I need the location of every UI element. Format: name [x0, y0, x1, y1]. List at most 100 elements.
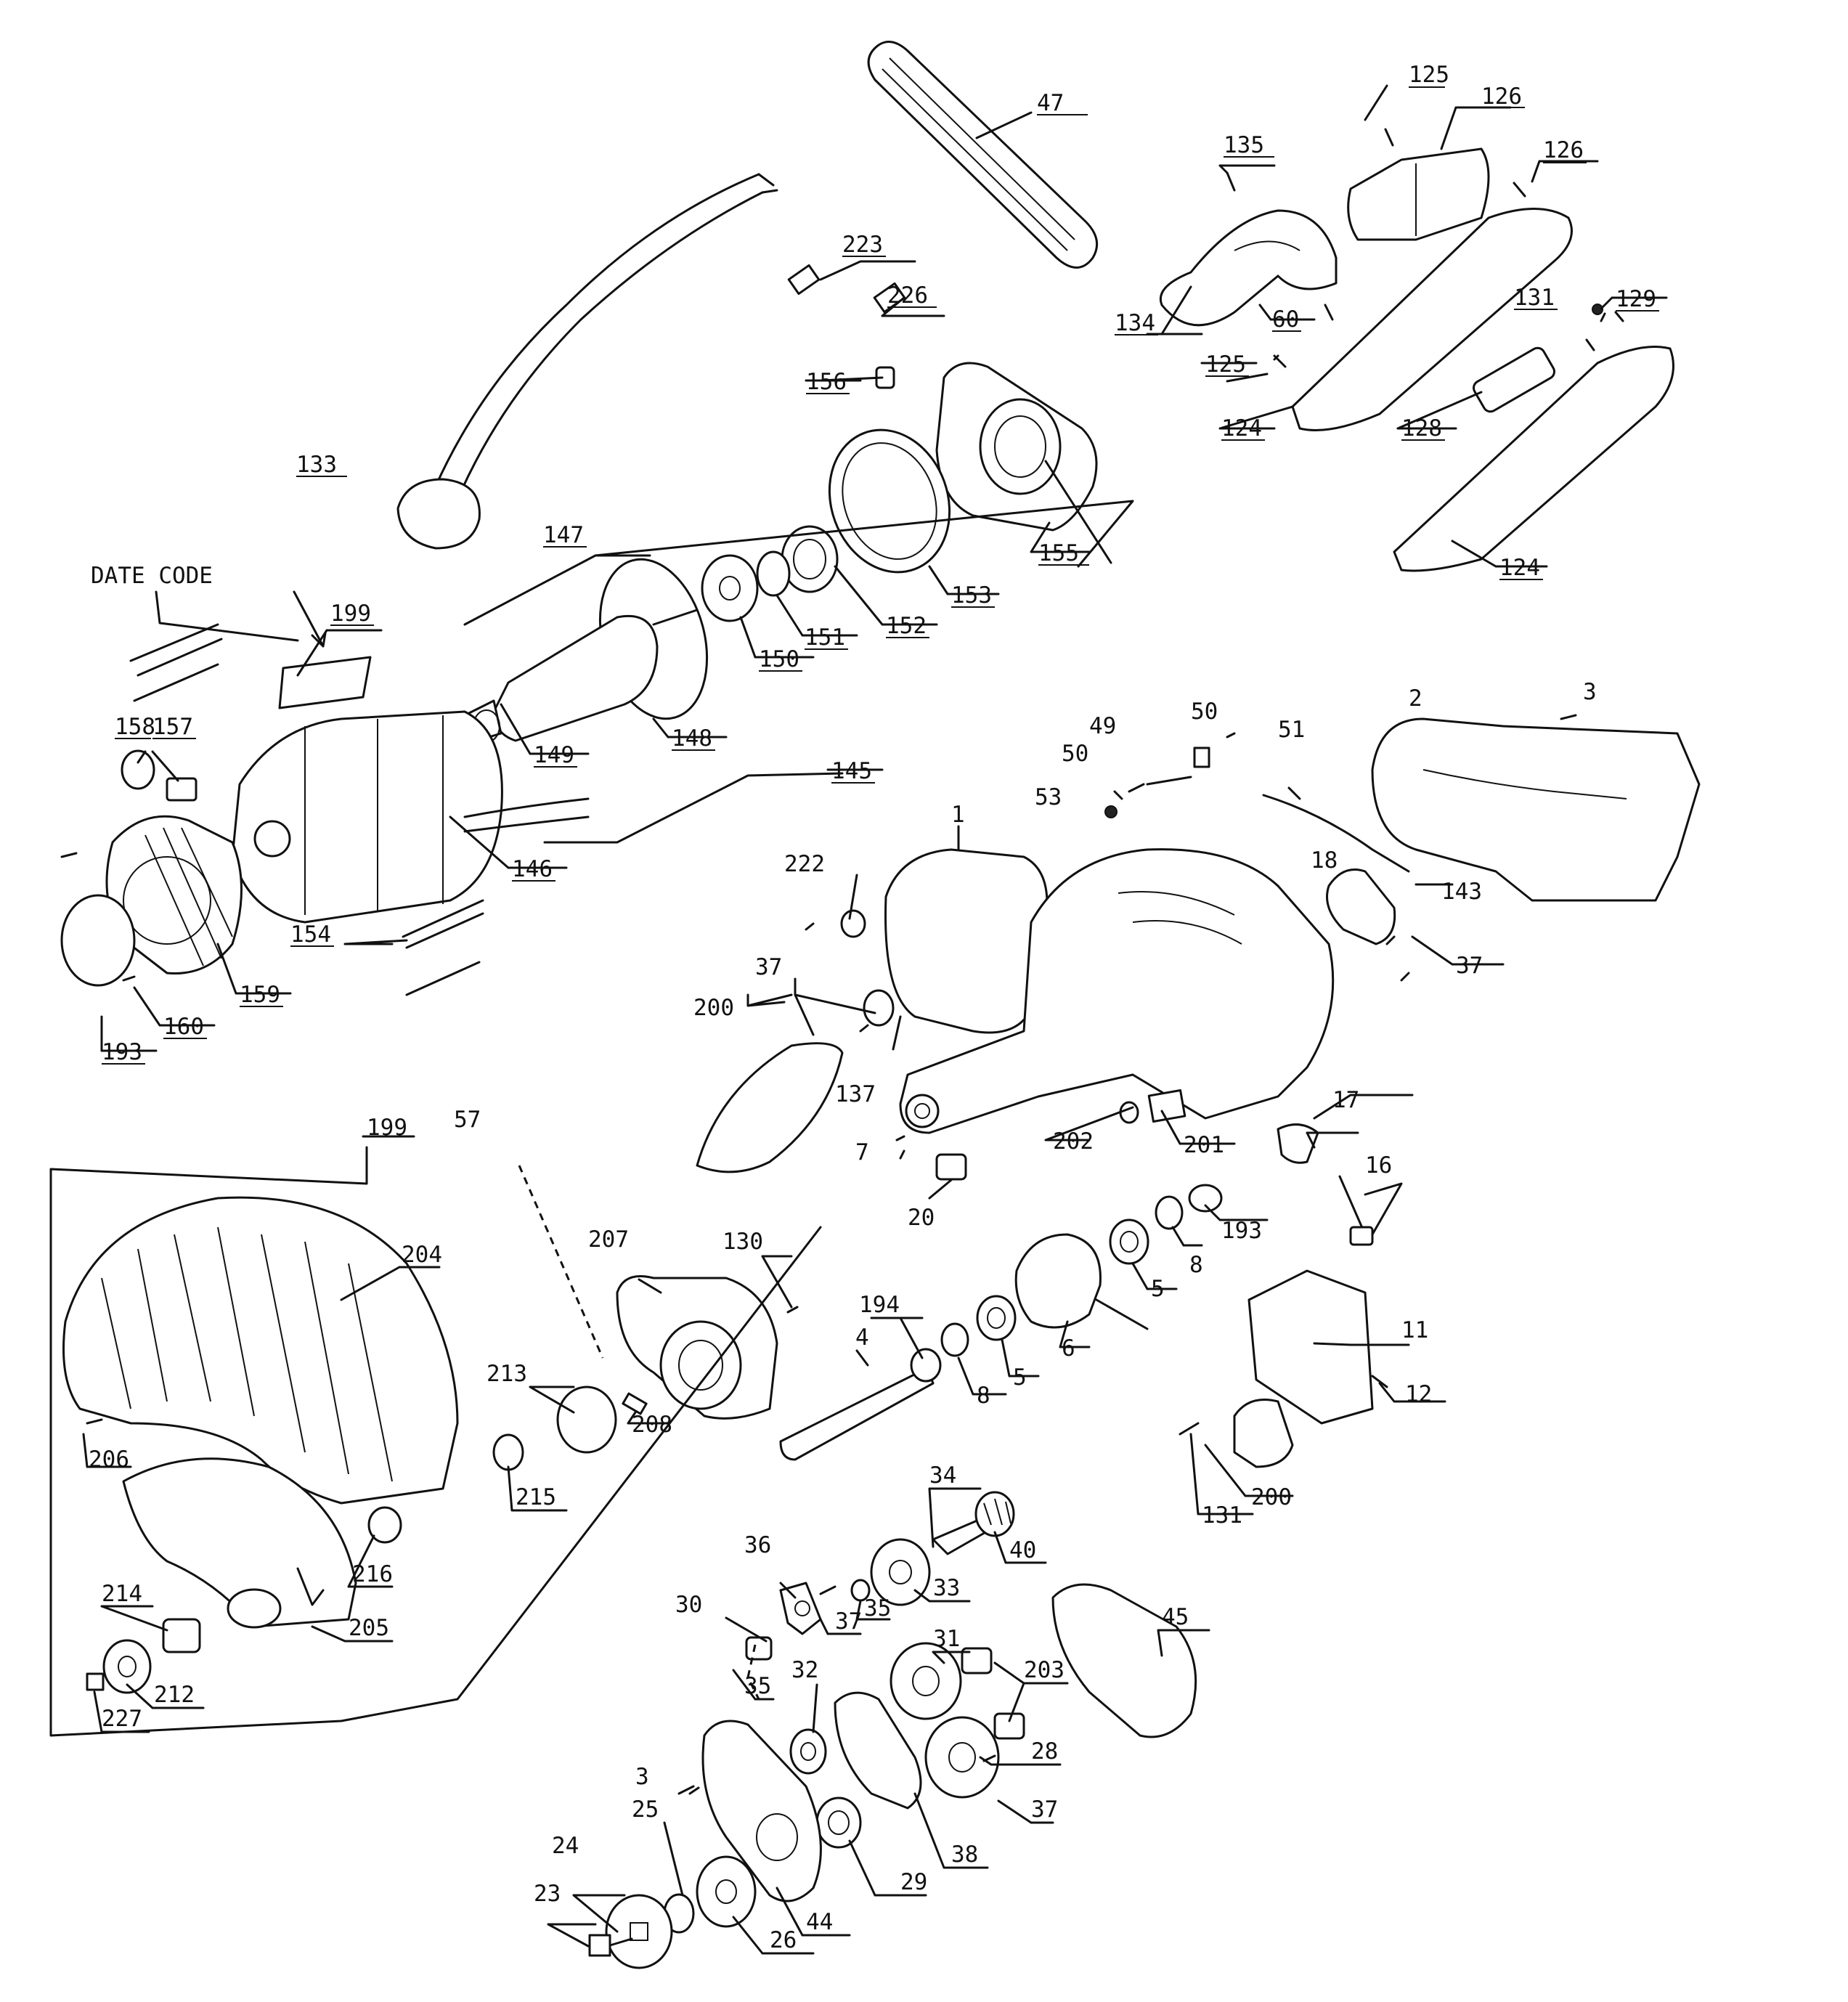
callout-205: 205: [349, 1615, 389, 1641]
callout-29: 29: [900, 1869, 927, 1895]
callout-212: 212: [154, 1682, 195, 1708]
callout-227: 227: [102, 1706, 142, 1732]
pivot-6: [1014, 1233, 1149, 1330]
callout-200: 200: [693, 995, 734, 1021]
callout-156: 158: [115, 714, 155, 740]
date-code-text: DATE CODE: [91, 563, 213, 589]
gear-33: [870, 1538, 931, 1606]
washer-216: [367, 1506, 402, 1544]
callout-2: 2: [1409, 685, 1422, 712]
brush: [166, 777, 198, 802]
callout-25: 25: [632, 1796, 659, 1823]
callout-33: 33: [933, 1575, 960, 1601]
wire-137: [1262, 794, 1410, 873]
callout-49: 49: [1089, 713, 1116, 739]
washer-8a: [1155, 1195, 1184, 1230]
callout-26: 26: [770, 1927, 797, 1953]
callout-130: 130: [722, 1229, 763, 1255]
callout-5a: 5: [1151, 1276, 1165, 1302]
arm-assembly: [884, 848, 1335, 1134]
callout-150: 152: [886, 613, 927, 639]
bearing-30: [745, 1636, 773, 1661]
screw-head-129: [1592, 304, 1603, 315]
leader-lines: [49, 84, 1668, 1955]
motor-screws: [129, 623, 484, 996]
bushing-193b: [910, 1348, 942, 1383]
gear-31: [890, 1642, 962, 1720]
callout-128: 128: [1401, 415, 1442, 442]
handle-half-124a: [1291, 208, 1573, 431]
callout-222: 223: [842, 232, 883, 258]
brush-cap: [121, 749, 155, 790]
nut-227: [86, 1672, 105, 1691]
screw-50-49: [1146, 776, 1192, 786]
bolt-23: [588, 1934, 633, 1957]
callout-40: 40: [1009, 1537, 1036, 1563]
callout-60: 60: [1272, 306, 1299, 333]
callout-124b: 124: [1499, 555, 1540, 581]
nut-202: [1119, 1101, 1139, 1124]
callout-129: 129: [1616, 286, 1656, 312]
shaft-4: [779, 1371, 935, 1461]
callout-144: 146: [512, 856, 553, 882]
callout-20: 20: [908, 1205, 935, 1231]
callout-148: 150: [759, 646, 799, 672]
end-bell: [935, 362, 1098, 532]
label-201: [1147, 1089, 1186, 1123]
callout-5b: 5: [1013, 1364, 1027, 1391]
handle-133: [1160, 209, 1338, 327]
callout-193b: 194: [859, 1292, 900, 1318]
callout-223: 226: [887, 282, 928, 309]
callout-155: 157: [152, 714, 193, 740]
sticker-200: [696, 1042, 844, 1173]
callout-213: 213: [487, 1361, 527, 1387]
callout-215: 215: [516, 1484, 556, 1510]
callout-51: 50: [1191, 699, 1218, 725]
callout-37a: 37: [755, 954, 782, 980]
callout-204: 204: [402, 1242, 442, 1268]
callout-8a: 8: [1189, 1252, 1203, 1278]
plate-36: [779, 1582, 822, 1635]
callout-207: 207: [588, 1226, 629, 1253]
callout-159: 193: [102, 1039, 142, 1065]
pad-18: [1326, 868, 1396, 945]
callout-134: 135: [1224, 132, 1264, 158]
callout-216: 216: [352, 1561, 393, 1587]
callout-147: 149: [534, 742, 574, 768]
bushing-5b: [976, 1295, 1017, 1341]
callout-137: 143: [1441, 879, 1482, 905]
callout-146: 148: [672, 725, 712, 752]
callout-38: 38: [951, 1842, 978, 1868]
part-drawings: [60, 41, 1701, 1969]
date-code-arrow: [293, 590, 327, 648]
callout-37b: 37: [1456, 953, 1483, 979]
baffle-ring: [828, 428, 951, 574]
callout-24: 24: [552, 1833, 579, 1859]
callout-127: 126: [1481, 84, 1522, 110]
callout-131a: 131: [1514, 285, 1555, 311]
callout-194: 200: [1251, 1484, 1292, 1510]
flange-212: [102, 1639, 152, 1694]
gasket-45: [1051, 1583, 1197, 1738]
bearing-29: [815, 1796, 862, 1849]
switch-127: [1347, 147, 1490, 241]
callout-135: 137: [835, 1081, 876, 1107]
callout-124a: 124: [1221, 415, 1262, 442]
callout-157: 159: [240, 982, 280, 1008]
callout-131b: 131: [1202, 1502, 1242, 1529]
label-159: [60, 894, 136, 987]
bushing-20: [935, 1153, 967, 1181]
callout-226: 222: [784, 851, 825, 877]
callout-35a: 35: [864, 1595, 891, 1621]
washer-215: [492, 1433, 524, 1471]
flange-26: [696, 1855, 757, 1928]
callout-23: 23: [534, 1881, 561, 1907]
callout-151: 153: [951, 582, 992, 609]
motor-housing: [231, 710, 590, 924]
callout-35b: 35: [744, 1673, 771, 1699]
bracket-11: [1247, 1269, 1374, 1425]
bearing-32: [789, 1728, 827, 1775]
callout-4: 4: [855, 1325, 869, 1351]
gasket-38: [834, 1691, 922, 1810]
